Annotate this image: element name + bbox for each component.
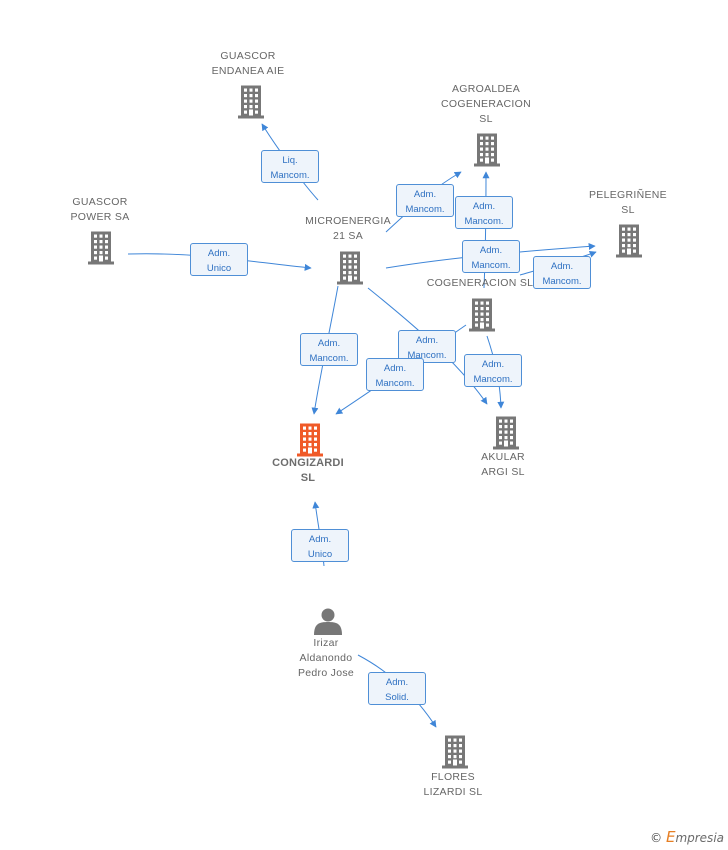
building-icon-guascor_endanea[interactable] [238,85,264,119]
node-label-line: SL [479,113,493,125]
relation-label-line: Mancom. [407,350,447,361]
relation-label-line: Unico [307,549,333,560]
building-icon-flores[interactable] [442,735,468,769]
relation-label-line: Mancom. [375,378,415,389]
relation-label-line: Mancom. [309,353,349,364]
building-icon-pelegrinene[interactable] [616,224,642,258]
node-label-line: POWER SA [70,211,130,223]
node-label-line: AKULAR [481,451,525,463]
node-label-line: GUASCOR [220,50,276,62]
building-icon-congizardi[interactable] [297,423,323,457]
relation-label-line: Unico [206,263,232,274]
node-label-guascor_power[interactable]: GUASCOR POWER SA [25,195,175,225]
relation-label-guascor_power-to-microenergia[interactable]: Adm. Unico [190,243,248,276]
relation-label-microenergia-to-pelegrinene[interactable]: Adm. Mancom. [462,240,520,273]
node-label-guascor_endanea[interactable]: GUASCOR ENDANEA AIE [173,49,323,79]
relation-label-line: Adm. [550,261,574,272]
relation-label-microenergia-to-guascor_endanea[interactable]: Liq. Mancom. [261,150,319,183]
relation-label-line: Mancom. [542,276,582,287]
relation-label-line: Mancom. [464,216,504,227]
node-label-line: PELEGRIÑENE [589,189,667,201]
node-label-congizardi[interactable]: CONGIZARDI SL [233,456,383,486]
node-label-line: AGROALDEA [451,83,521,95]
node-label-line: MICROENERGIA [305,215,391,227]
relation-label-line: Adm. [317,338,341,349]
node-label-line: ARGI SL [481,466,525,478]
node-label-line: Aldanondo [299,652,353,664]
icons-layer [88,85,642,769]
node-label-pelegrinene[interactable]: PELEGRIÑENE SL [553,188,703,218]
relation-label-cogeneracion-to-pelegrinene[interactable]: Adm. Mancom. [533,256,591,289]
node-label-line: COGENERACION SL [426,277,534,289]
node-label-line: CONGIZARDI [272,457,344,469]
node-label-line: Pedro Jose [297,667,355,679]
relation-label-cogeneracion-to-agroaldea[interactable]: Adm. Mancom. [455,196,513,229]
node-label-agroaldea[interactable]: AGROALDEA COGENERACION SL [411,82,561,127]
copyright-icon: © [650,831,663,845]
brand-name: mpresia [675,831,724,845]
relation-label-line: Solid. [385,692,409,703]
node-label-line: Irizar [313,637,339,649]
building-icon-agroaldea[interactable] [474,133,500,167]
relation-label-line: Mancom. [405,204,445,215]
building-icon-akular[interactable] [493,416,519,450]
node-label-line: SL [300,472,316,484]
node-label-flores[interactable]: FLORES LIZARDI SL [378,770,528,800]
node-label-line: COGENERACION [441,98,531,110]
relation-label-line: Mancom. [471,260,511,271]
building-icon-guascor_power[interactable] [88,231,114,265]
brand-logo-initial: E [665,828,676,846]
relation-label-microenergia-to-congizardi[interactable]: Adm. Mancom. [300,333,358,366]
relation-label-line: Adm. [415,335,439,346]
relation-label-line: Adm. [479,245,503,256]
node-label-line: SL [621,204,635,216]
relation-label-irizar-to-flores[interactable]: Adm. Solid. [368,672,426,705]
relation-label-irizar-to-congizardi[interactable]: Adm. Unico [291,529,349,562]
person-icon-irizar[interactable] [314,608,342,636]
relation-label-line: Adm. [413,189,437,200]
relation-label-line: Adm. [472,201,496,212]
relation-label-cogeneracion-to-congizardi[interactable]: Adm. Mancom. [366,358,424,391]
node-label-line: LIZARDI SL [423,786,483,798]
node-label-line: ENDANEA AIE [211,65,285,77]
node-label-line: 21 SA [332,230,364,242]
relation-label-line: Adm. [207,248,231,259]
node-label-line: GUASCOR [72,196,128,208]
relation-label-microenergia-to-agroaldea[interactable]: Adm. Mancom. [396,184,454,217]
node-label-akular[interactable]: AKULAR ARGI SL [428,450,578,480]
relation-label-line: Adm. [481,359,505,370]
node-label-cogeneracion[interactable]: COGENERACION SL [405,276,555,291]
building-icon-microenergia[interactable] [337,251,363,285]
brand-footer[interactable]: © Empresia [650,828,724,846]
relation-label-line: Mancom. [270,170,310,181]
relation-label-cogeneracion-to-akular[interactable]: Adm. Mancom. [464,354,522,387]
node-label-line: FLORES [431,771,475,783]
relation-label-line: Adm. [385,677,409,688]
relation-label-line: Liq. [282,155,298,166]
relation-label-microenergia-to-akular[interactable]: Adm. Mancom. [398,330,456,363]
relation-label-line: Adm. [383,363,407,374]
node-label-microenergia[interactable]: MICROENERGIA 21 SA [273,214,423,244]
relation-label-line: Adm. [308,534,332,545]
building-icon-cogeneracion[interactable] [469,298,495,332]
relation-label-line: Mancom. [473,374,513,385]
